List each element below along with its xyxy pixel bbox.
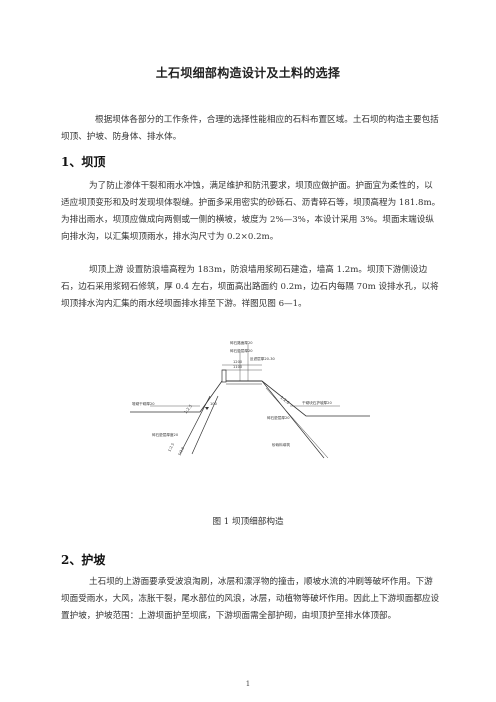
- paragraph-slope-protection: 土石坝的上游面要承受波浪淘刷，冰层和漂浮物的撞击，顺坡水流的冲刷等破坏作用。下游…: [61, 577, 440, 621]
- page-number: 1: [245, 680, 251, 688]
- core-boundary-line-2: [191, 395, 219, 455]
- section-heading-dam-crest: 1、坝顶: [61, 155, 106, 169]
- label-downstream-riprap: 干砌块石护坡厚20: [302, 400, 332, 405]
- label-dim-1100: 1100: [233, 365, 243, 369]
- label-upstream-riprap: 堆砌干砌厚20: [132, 401, 155, 406]
- label-dim-100: 100: [210, 402, 218, 406]
- label-gravel-cushion-top: 碎石垫层厚20: [230, 348, 253, 353]
- label-slope-upstream: 1:2.5: [183, 403, 194, 415]
- dam-crest-diagram: 碎石路面厚20 碎石垫层厚20 反滤层厚20-30 1200 1100 100 …: [130, 340, 370, 459]
- downstream-slope-line: [261, 380, 370, 417]
- intro-paragraph: 根据坝体各部分的工作条件，合理的选择性能相应的石料布置区域。土石坝的构造主要包括…: [61, 115, 439, 142]
- label-diagonal-1: 1:2.5: [167, 442, 175, 452]
- label-diagonal-2: 1:2.0: [177, 446, 185, 457]
- downstream-filter-line-2: [265, 387, 329, 459]
- label-slope-downstream: 1:2.0: [279, 395, 291, 406]
- label-gravel-cushion-bottom: 碎石垫层厚度20: [152, 432, 179, 437]
- label-filter-layer: 反滤层厚20-30: [250, 356, 276, 361]
- wave-wall: [221, 369, 227, 383]
- label-sand-gravel-fill: 砂砾料填筑: [272, 442, 290, 447]
- section-heading-slope-protection: 2、护坡: [61, 553, 106, 567]
- label-dim-1200: 1200: [233, 360, 243, 364]
- paragraph-dam-crest-2: 坝顶上游 设置防浪墙高程为 183m，防浪墙用浆砌石建造，墙高 1.2m。坝顶下…: [61, 265, 439, 309]
- water-level-marker: [205, 407, 209, 410]
- label-road-surface: 碎石路面厚20: [230, 340, 253, 345]
- core-boundary-line: [179, 395, 211, 455]
- document-title: 土石坝细部构造设计及土料的选择: [155, 66, 341, 80]
- downstream-filter-line: [261, 380, 325, 459]
- upstream-slope-line: [130, 380, 223, 413]
- paragraph-dam-crest-1: 为了防止渗体干裂和雨水冲蚀，满足维护和防汛要求，坝顶应做护面。护面宜为柔性的，以…: [61, 181, 441, 242]
- label-gravel-cushion-mid: 碎石垫层厚20: [267, 415, 290, 420]
- figure-caption: 图 1 坝顶细部构造: [212, 517, 284, 527]
